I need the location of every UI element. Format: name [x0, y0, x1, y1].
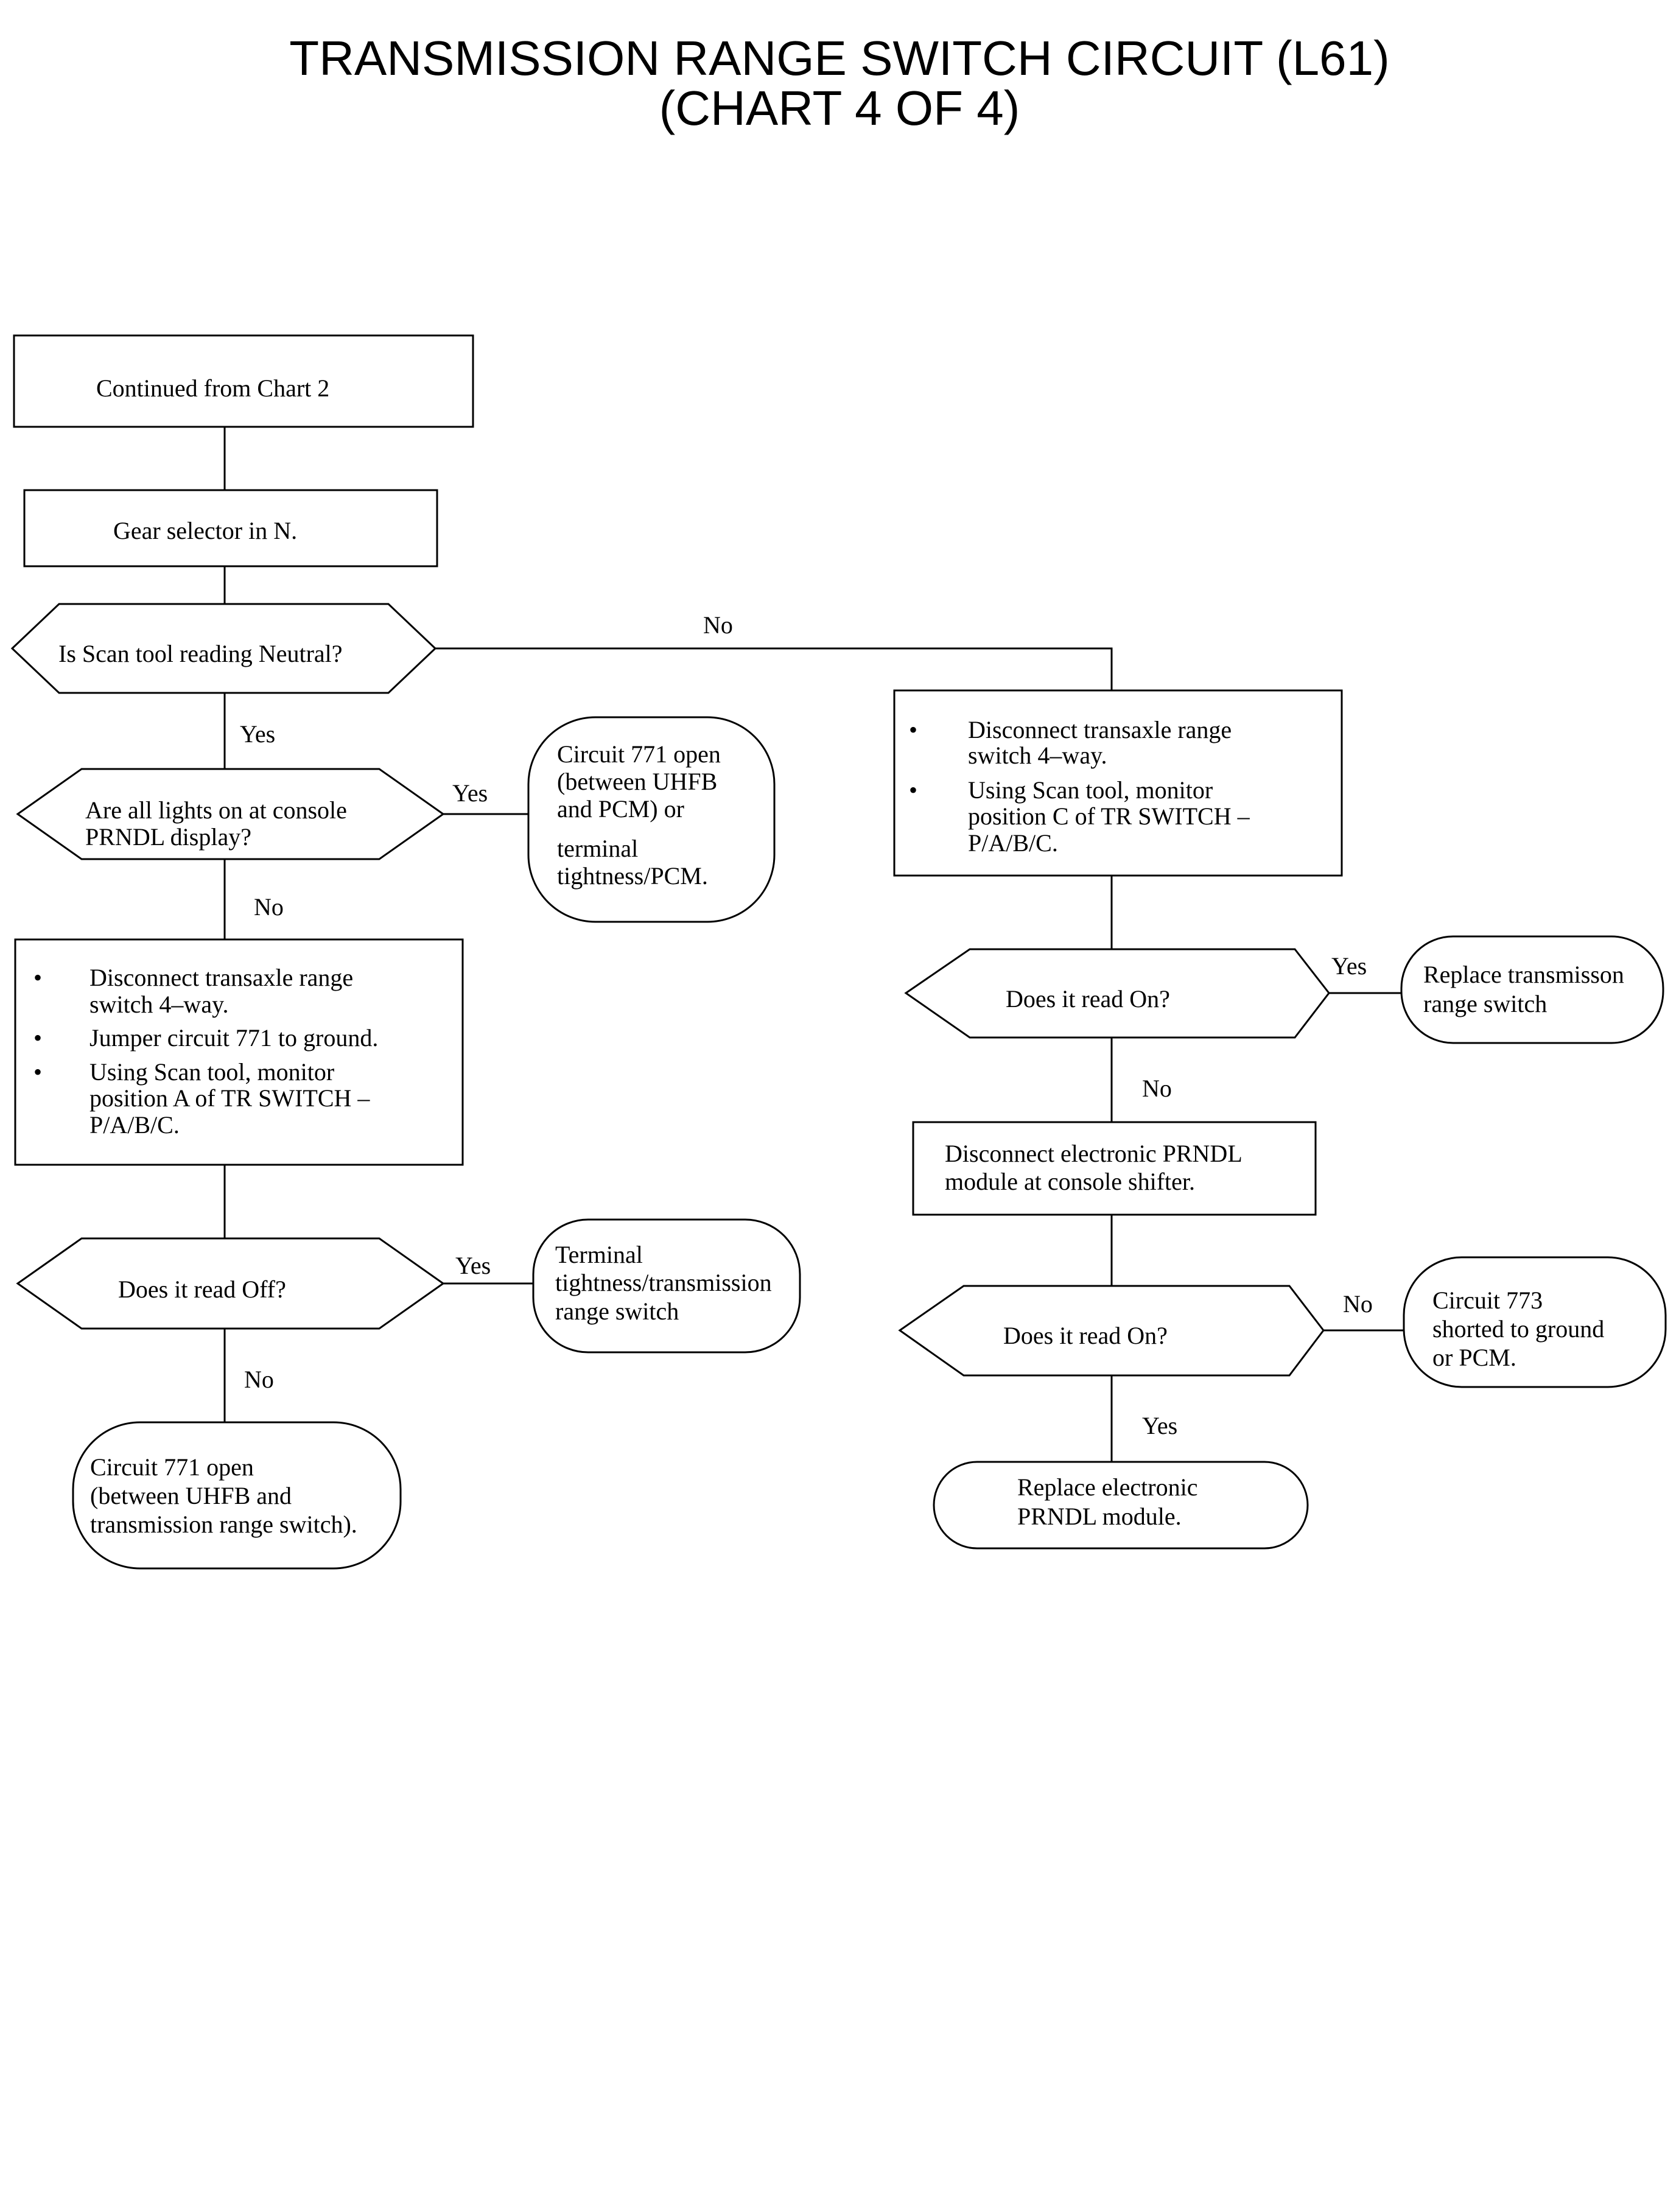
result-replace-module: Replace electronic PRNDL module.	[933, 1461, 1309, 1550]
result-circuit-773: Circuit 773 shorted to ground or PCM.	[1403, 1256, 1667, 1388]
start-box-text: Continued from Chart 2	[96, 374, 329, 402]
left-steps-box: • Disconnect transaxle range switch 4–wa…	[14, 938, 464, 1166]
decision-on-2: Does it read On?	[898, 1285, 1325, 1377]
result-replace-module-line-2: PRNDL module.	[1017, 1503, 1182, 1530]
start-box: Continued from Chart 2	[13, 334, 474, 428]
result-771-switch-line-2: (between UHFB and	[90, 1482, 292, 1509]
disconnect-module-line-1: Disconnect electronic PRNDL	[945, 1140, 1243, 1167]
connector-neutral-no	[435, 647, 1113, 690]
label-lights-no: No	[254, 893, 284, 921]
result-771-pcm-line-4: terminal	[557, 835, 638, 862]
result-771-pcm-line-1: Circuit 771 open	[557, 740, 721, 768]
chart-subtitle: (CHART 4 OF 4)	[659, 81, 1020, 135]
result-771-pcm-line-5: tightness/PCM.	[557, 862, 708, 890]
right-steps-item-1-line-1: Disconnect transaxle range	[968, 716, 1232, 743]
decision-off: Does it read Off?	[16, 1237, 445, 1330]
decision-lights: Are all lights on at console PRNDL displ…	[16, 768, 445, 860]
result-771-switch-line-1: Circuit 771 open	[90, 1453, 254, 1481]
right-steps-box: • Disconnect transaxle range switch 4–wa…	[893, 689, 1343, 877]
label-on1-yes: Yes	[1331, 952, 1367, 980]
result-771-switch-line-3: transmission range switch).	[90, 1511, 357, 1538]
edge-labels: No Yes Yes No Yes No Yes No No Yes	[240, 611, 1373, 1439]
result-replace-switch: Replace transmisson range switch	[1400, 935, 1664, 1044]
result-circuit-771-switch: Circuit 771 open (between UHFB and trans…	[72, 1421, 402, 1570]
right-steps-item-2-line-1: Using Scan tool, monitor	[968, 776, 1213, 804]
result-773-line-1: Circuit 773	[1432, 1287, 1543, 1314]
label-neutral-no: No	[703, 611, 733, 639]
result-773-line-2: shorted to ground	[1432, 1315, 1604, 1343]
right-steps-bullet-2: •	[909, 776, 917, 804]
right-steps-item-2-line-2: position C of TR SWITCH –	[968, 802, 1250, 830]
decision-lights-text-2: PRNDL display?	[85, 823, 251, 851]
result-773-line-3: or PCM.	[1432, 1344, 1516, 1371]
result-terminal-tightness: Terminal tightness/transmission range sw…	[532, 1218, 801, 1354]
right-steps-bullet-1: •	[909, 716, 917, 743]
label-on1-no: No	[1142, 1075, 1172, 1102]
result-771-pcm-line-3: and PCM) or	[557, 795, 684, 823]
decision-on-1: Does it read On?	[904, 948, 1330, 1039]
decision-neutral: Is Scan tool reading Neutral?	[10, 603, 437, 694]
disconnect-module-line-2: module at console shifter.	[945, 1168, 1195, 1195]
right-steps-item-1-line-2: switch 4–way.	[968, 742, 1107, 769]
left-steps-item-3-line-2: position A of TR SWITCH –	[89, 1084, 370, 1112]
left-steps-bullet-2: •	[33, 1024, 42, 1052]
left-steps-item-3-line-3: P/A/B/C.	[89, 1111, 180, 1139]
decision-off-text: Does it read Off?	[118, 1276, 286, 1303]
result-replace-module-line-1: Replace electronic	[1017, 1473, 1197, 1501]
result-replace-switch-line-1: Replace transmisson	[1423, 961, 1624, 988]
result-terminal-line-1: Terminal	[555, 1241, 643, 1268]
decision-neutral-text: Is Scan tool reading Neutral?	[58, 640, 343, 667]
left-steps-item-1-line-1: Disconnect transaxle range	[89, 964, 353, 991]
gear-selector-text: Gear selector in N.	[113, 517, 297, 544]
left-steps-item-2-line-1: Jumper circuit 771 to ground.	[89, 1024, 378, 1052]
label-lights-yes: Yes	[452, 779, 488, 807]
result-replace-switch-line-2: range switch	[1423, 990, 1547, 1017]
left-steps-item-3-line-1: Using Scan tool, monitor	[89, 1058, 334, 1086]
result-771-pcm-line-2: (between UHFB	[557, 768, 717, 795]
right-steps-item-2-line-3: P/A/B/C.	[968, 829, 1058, 857]
gear-selector-box: Gear selector in N.	[23, 489, 438, 567]
disconnect-module-box: Disconnect electronic PRNDL module at co…	[912, 1121, 1317, 1216]
left-steps-bullet-3: •	[33, 1058, 42, 1086]
left-steps-bullet-1: •	[33, 964, 42, 991]
left-steps-item-1-line-2: switch 4–way.	[89, 991, 228, 1018]
decision-on-1-text: Does it read On?	[1006, 985, 1170, 1013]
label-on2-no: No	[1343, 1290, 1373, 1318]
result-circuit-771-pcm: Circuit 771 open (between UHFB and PCM) …	[527, 716, 776, 923]
decision-lights-text-1: Are all lights on at console	[85, 796, 347, 824]
label-on2-yes: Yes	[1142, 1412, 1177, 1439]
label-off-yes: Yes	[455, 1252, 491, 1279]
label-off-no: No	[244, 1366, 274, 1393]
decision-on-2-text: Does it read On?	[1003, 1322, 1168, 1349]
connectors	[223, 427, 1404, 1462]
result-terminal-line-3: range switch	[555, 1297, 679, 1325]
chart-title: TRANSMISSION RANGE SWITCH CIRCUIT (L61)	[289, 31, 1390, 85]
label-neutral-yes: Yes	[240, 720, 275, 748]
result-terminal-line-2: tightness/transmission	[555, 1269, 772, 1296]
